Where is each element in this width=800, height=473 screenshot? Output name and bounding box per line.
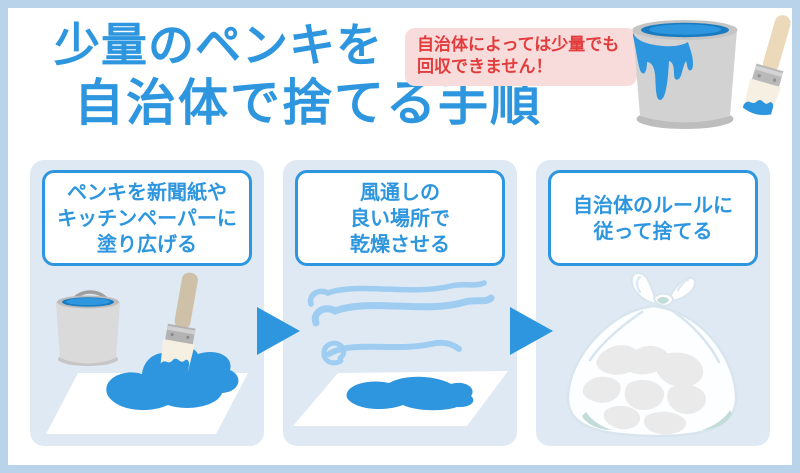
paint-brush-icon	[159, 272, 198, 374]
garbage-bag-icon	[566, 272, 738, 438]
arrow-right-icon	[257, 307, 300, 355]
step-1-line-3: 塗り広げる	[97, 232, 197, 256]
step-1-line-1: ペンキを新聞紙や	[67, 180, 227, 204]
callout-line-2: 回収できません！	[417, 57, 553, 77]
bag-fold-lines	[588, 310, 721, 364]
step-2-line-1: 風通しの	[360, 180, 440, 204]
wind-drying-icon	[293, 280, 508, 426]
step-2-line-3: 乾燥させる	[350, 232, 450, 256]
step-3-line-2: 従って捨てる	[593, 219, 713, 243]
step-panel-2: 風通しの 良い場所で 乾燥させる	[283, 160, 517, 446]
step-3-label-box: 自治体のルールに 従って捨てる	[548, 170, 758, 266]
title-line-1: 少量のペンキを	[54, 18, 383, 72]
paint-spill-icon	[106, 347, 239, 411]
step-panel-1: ペンキを新聞紙や キッチンペーパーに 塗り広げる	[30, 160, 264, 446]
step-2-label-box: 風通しの 良い場所で 乾燥させる	[295, 170, 505, 266]
step-panel-3: 自治体のルールに 従って捨てる	[536, 160, 770, 446]
small-paint-can-icon	[56, 290, 120, 366]
wind-swirls-icon	[307, 280, 495, 366]
drying-paint-puddle-icon	[346, 376, 474, 411]
step-3-line-1: 自治体のルールに	[573, 193, 733, 217]
paint-can-with-brush-icon	[632, 15, 791, 129]
step-1-label-box: ペンキを新聞紙や キッチンペーパーに 塗り広げる	[42, 170, 252, 266]
paint-brush-icon	[742, 15, 791, 116]
callout-line-1: 自治体によっては少量でも	[417, 35, 620, 55]
bag-shadow-accents	[582, 410, 732, 430]
arrow-right-icon	[510, 307, 553, 355]
paint-can-icon	[632, 20, 738, 129]
bag-contents	[582, 345, 707, 435]
step-1-line-2: キッチンペーパーに	[57, 206, 237, 230]
paint-spreading-icon	[46, 272, 248, 434]
warning-callout: 自治体によっては少量でも 回収できません！	[405, 28, 637, 86]
step-2-line-2: 良い場所で	[350, 206, 450, 230]
bag-knot	[630, 272, 696, 307]
